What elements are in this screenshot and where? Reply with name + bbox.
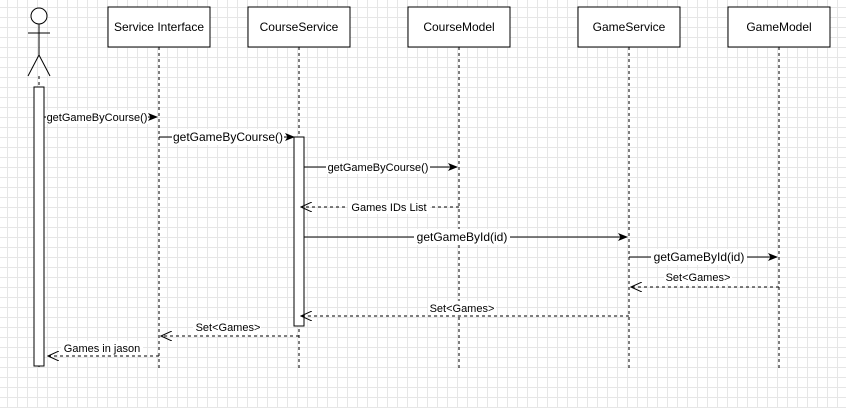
activation-user <box>33 86 45 367</box>
participant-label: CourseModel <box>423 20 494 34</box>
message-label: getGameByCourse() <box>328 162 429 174</box>
activation-course-service <box>293 136 305 327</box>
participant-game-service: GameService <box>577 6 681 48</box>
participant-label: GameService <box>593 20 666 34</box>
message-label: Games in jason <box>64 343 140 355</box>
message-6: getGameById(id) <box>629 249 778 265</box>
message-label: getGameById(id) <box>654 250 745 264</box>
participant-game-model: GameModel <box>727 6 831 48</box>
participant-label: GameModel <box>746 20 811 34</box>
message-2: getGameByCourse() <box>159 129 295 145</box>
participant-course-model: CourseModel <box>407 6 511 48</box>
message-7: Set<Games> <box>631 270 779 287</box>
message-10: Games in jason <box>48 341 159 356</box>
message-label: Games IDs List <box>351 202 426 214</box>
participant-service-interface: Service Interface <box>107 6 211 48</box>
participant-course-service: CourseService <box>247 6 351 48</box>
message-4: Games IDs List <box>301 200 459 214</box>
message-label: Set<Games> <box>430 303 495 315</box>
message-3: getGameByCourse() <box>304 160 458 174</box>
message-5: getGameById(id) <box>304 229 628 245</box>
message-label: getGameByCourse() <box>47 112 148 124</box>
actor-icon <box>27 7 51 77</box>
message-1: getGameByCourse() <box>44 110 158 124</box>
message-label: Set<Games> <box>196 322 261 334</box>
participant-label: CourseService <box>260 20 339 34</box>
message-label: Set<Games> <box>666 272 731 284</box>
message-8: Set<Games> <box>301 301 629 316</box>
message-9: Set<Games> <box>161 320 299 336</box>
message-label: getGameById(id) <box>417 230 508 244</box>
participant-label: Service Interface <box>114 20 204 34</box>
message-label: getGameByCourse() <box>173 130 283 144</box>
